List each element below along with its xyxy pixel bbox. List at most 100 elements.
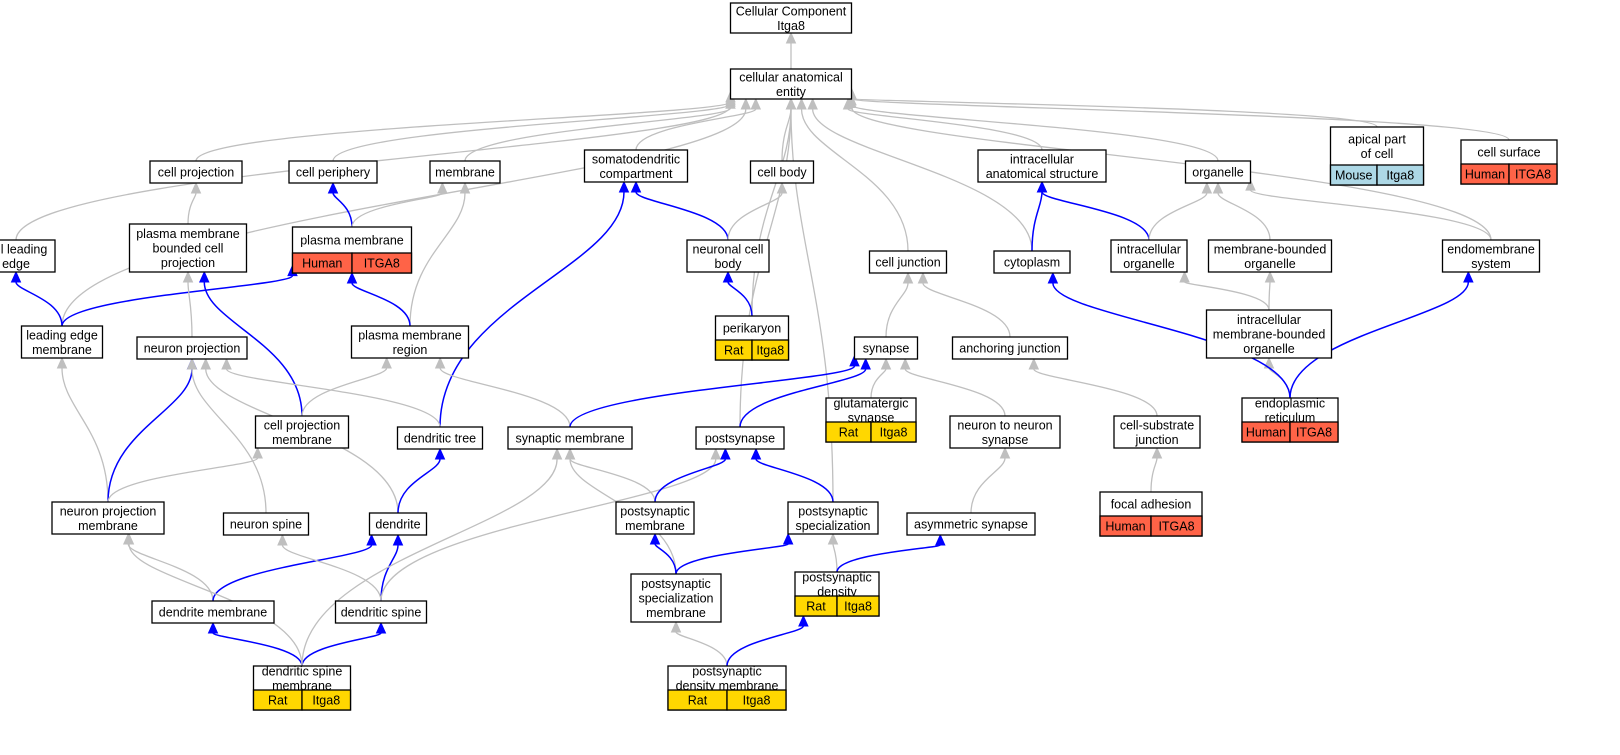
arrowhead-is_a xyxy=(785,31,797,44)
node-box xyxy=(729,68,853,100)
node-neuspine[interactable]: neuron spine xyxy=(222,512,310,536)
node-postsyn[interactable]: postsynapse xyxy=(695,426,785,450)
node-anchjunc[interactable]: anchoring junction xyxy=(951,336,1069,360)
arrowhead-is_a xyxy=(710,447,722,460)
node-dendrite[interactable]: dendrite xyxy=(368,512,428,536)
node-synapse[interactable]: synapse xyxy=(853,336,919,360)
node-label-line: membrane xyxy=(646,606,706,620)
arrowhead-is_a xyxy=(1179,270,1190,283)
node-box xyxy=(151,600,275,624)
edge-cytoplasm-to-cae xyxy=(811,108,1033,252)
node-label-line: entity xyxy=(776,85,807,99)
node-label-line: somatodendritic xyxy=(592,152,680,166)
node-label-line: apical part xyxy=(1348,132,1406,146)
edge-er-to-cytoplasm xyxy=(1052,282,1291,399)
node-dendtree[interactable]: dendritic tree xyxy=(396,426,484,450)
node-box xyxy=(222,512,310,536)
edge-lem-to-pm xyxy=(61,274,294,327)
edge-cellperiph-to-cae xyxy=(332,103,732,162)
edge-lem-to-cle xyxy=(15,281,63,327)
edge-dsm-to-synmem xyxy=(301,458,558,667)
node-label-line: neuron spine xyxy=(230,518,302,532)
arrowhead-part_of xyxy=(375,621,387,634)
node-box xyxy=(853,336,919,360)
edge-imbo-to-intraorg xyxy=(1183,281,1270,311)
edge-pmbcp-to-cellproj xyxy=(187,192,197,225)
edge-neuspine-to-neuproj xyxy=(191,368,267,514)
node-box xyxy=(749,160,815,184)
node-label-line: edge xyxy=(2,257,30,271)
arrowhead-is_a xyxy=(827,532,839,545)
edge-celljunc-to-cae xyxy=(800,108,909,252)
node-label-line: specialization xyxy=(795,519,870,533)
node-box xyxy=(288,160,378,184)
node-box xyxy=(583,149,689,183)
node-box xyxy=(136,336,248,360)
arrowhead-is_a xyxy=(277,533,288,546)
node-label-line: neuronal cell xyxy=(693,242,764,256)
arrowhead-is_a xyxy=(796,97,807,110)
node-dendmem[interactable]: dendrite membrane xyxy=(151,600,275,624)
arrowhead-is_a xyxy=(123,532,135,545)
arrowhead-part_of xyxy=(1036,180,1048,193)
node-box xyxy=(787,501,879,535)
node-cellproj[interactable]: cell projection xyxy=(149,160,243,184)
edge-dendspine-to-postsyn xyxy=(380,458,717,602)
node-label-line: cell periphery xyxy=(296,166,371,180)
arrowhead-part_of xyxy=(434,447,446,460)
node-neuproj[interactable]: neuron projection xyxy=(136,336,248,360)
node-box xyxy=(615,501,695,535)
node-dendspine[interactable]: dendritic spine xyxy=(334,600,428,624)
node-membrane[interactable]: membrane xyxy=(429,160,501,184)
node-label-line: of cell xyxy=(1361,147,1394,161)
node-cytoplasm[interactable]: cytoplasm xyxy=(993,250,1071,274)
arrowhead-is_a xyxy=(437,181,448,194)
arrowhead-is_a xyxy=(551,447,563,460)
node-asyn[interactable]: asymmetric synapse xyxy=(906,512,1036,536)
node-box xyxy=(368,512,428,536)
node-cellperiph[interactable]: cell periphery xyxy=(288,160,378,184)
node-label-line: membrane xyxy=(272,679,332,693)
node-box xyxy=(149,160,243,184)
annotation-cell-rat xyxy=(751,339,790,361)
node-celljunc[interactable]: cell junction xyxy=(868,250,948,274)
annotation-label: Itga8 xyxy=(880,426,908,440)
node-label-line: specialization xyxy=(638,592,713,606)
edge-n2n-to-synapse xyxy=(904,368,1006,417)
node-organelle[interactable]: organelle xyxy=(1184,160,1252,184)
node-synmem[interactable]: synaptic membrane xyxy=(507,426,633,450)
node-cellbody[interactable]: cell body xyxy=(749,160,815,184)
node-label-line: bounded cell xyxy=(153,242,224,256)
